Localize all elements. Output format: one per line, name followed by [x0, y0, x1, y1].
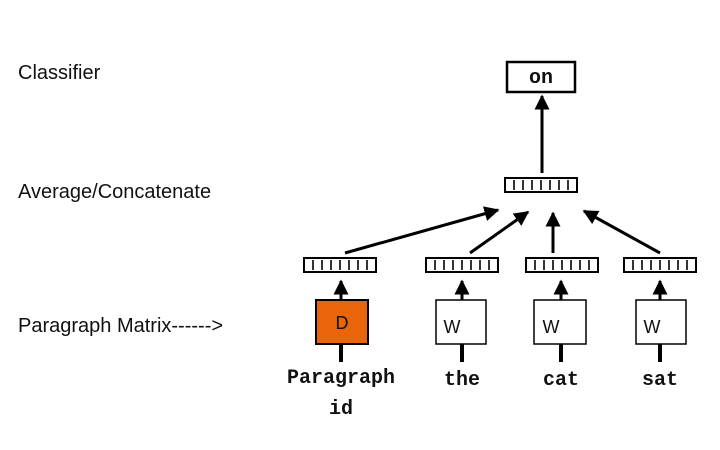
paragraph-matrix-box [315, 299, 369, 345]
paragraph-matrix-label: Paragraph Matrix------> [18, 315, 223, 337]
cat-box-letter: W [543, 317, 560, 337]
the-box-letter: W [444, 317, 461, 337]
sat-box-letter: W [644, 317, 661, 337]
the-to-average-arrow [469, 210, 530, 255]
output-word: on [529, 67, 553, 90]
cat-word: cat [543, 369, 579, 392]
average-concatenate-label: Average/Concatenate [18, 181, 211, 203]
input-column-paragraph: D Paragraph id [287, 257, 395, 421]
sat-vector [623, 257, 697, 273]
paragraph-word-line2: id [329, 398, 353, 421]
paragraph-box-letter: D [336, 313, 349, 333]
sat-word-box [635, 299, 687, 345]
sat-word: sat [642, 369, 678, 392]
output-word-box: on [505, 60, 577, 94]
sat-to-average-arrow [582, 209, 661, 255]
average-vector [504, 177, 578, 193]
paragraph-to-average-arrow [344, 206, 500, 255]
input-column-cat: W cat [525, 257, 599, 392]
the-word: the [444, 369, 480, 392]
classifier-label: Classifier [18, 62, 101, 84]
input-column-sat: W sat [623, 257, 697, 392]
input-column-the: W the [425, 257, 499, 392]
the-vector [425, 257, 499, 273]
paragraph-vector [303, 257, 377, 273]
the-word-box [435, 299, 487, 345]
paragraph-word-line1: Paragraph [287, 367, 395, 390]
cat-vector [525, 257, 599, 273]
